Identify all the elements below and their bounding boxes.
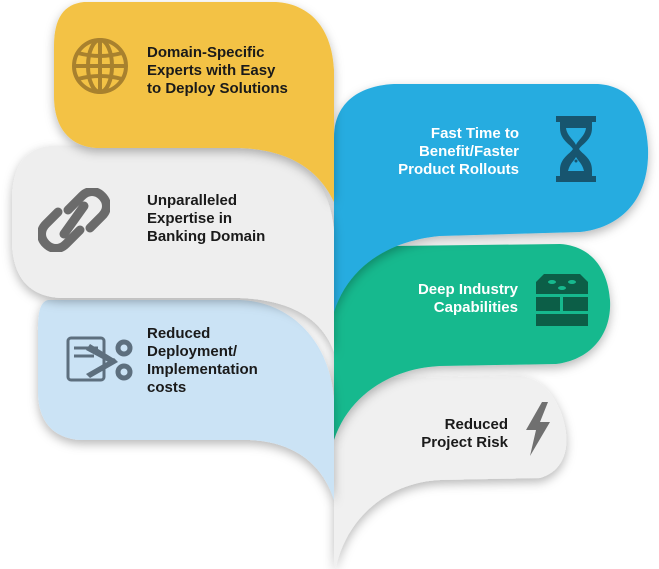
label-line: costs [147,379,187,396]
card-shape-project-risk [334,376,567,569]
label-line: Project Risk [421,434,508,451]
label-deep-industry: Deep Industry Capabilities [418,281,518,317]
label-line: Fast Time to [430,125,519,142]
label-line: Expertise in [147,210,233,227]
label-line: to Deploy Solutions [147,80,288,97]
label-line: Deep Industry [417,281,518,298]
scissors-cutting-card-icon [66,336,133,382]
label-line: Product Rollouts [398,161,519,178]
card-shape-banking-expertise [12,146,334,352]
card-shape-reduced-costs [38,300,334,500]
label-line: Capabilities [433,299,518,316]
lightning-bolt-icon [526,402,550,456]
label-line: Benefit/Faster [418,143,519,160]
label-line: Banking Domain [147,228,266,245]
hourglass-icon [556,116,596,182]
label-domain-experts: Domain-Specific Experts with Easy to Dep… [147,44,288,98]
label-banking-expertise: Unparalleled Expertise in Banking Domain [147,192,265,246]
label-reduced-costs: Reduced Deployment/ Implementation costs [147,325,258,397]
globe-icon [72,38,128,94]
label-line: Deployment/ [147,343,238,360]
label-project-risk: Reduced Project Risk [421,416,508,452]
label-line: Unparalleled [147,192,238,209]
label-line: Domain-Specific [147,44,265,61]
label-line: Experts with Easy [147,62,276,79]
label-line: Reduced [147,325,211,342]
label-fast-time: Fast Time to Benefit/Faster Product Roll… [398,125,519,179]
building-blocks-icon [536,274,588,326]
chain-link-icon [38,188,110,252]
label-line: Implementation [147,361,258,378]
label-line: Reduced [444,416,508,433]
